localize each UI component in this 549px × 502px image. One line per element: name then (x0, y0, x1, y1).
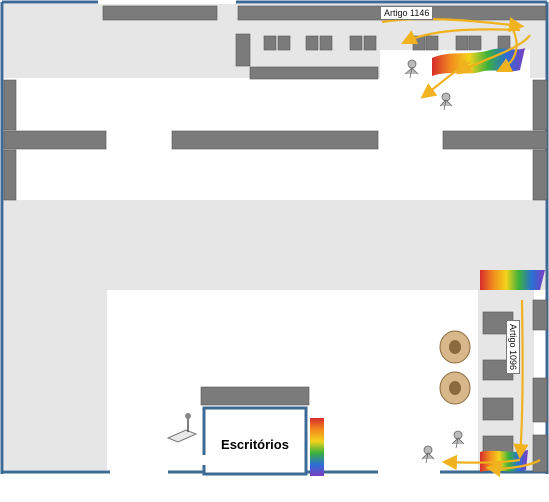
middle-corridor (4, 200, 548, 290)
worker-icon (404, 59, 465, 464)
cable-reel-icon (439, 330, 471, 405)
pallet-scale-icon (166, 413, 198, 443)
article-label-right: Artigo 1096 (506, 320, 520, 375)
picking-route (381, 17, 541, 478)
article-label-top: Artigo 1146 (380, 6, 434, 20)
left-storage-zone (4, 290, 107, 470)
office-door-gap (199, 455, 207, 465)
office-room (202, 406, 308, 476)
office-label: Escritórios (221, 437, 289, 452)
